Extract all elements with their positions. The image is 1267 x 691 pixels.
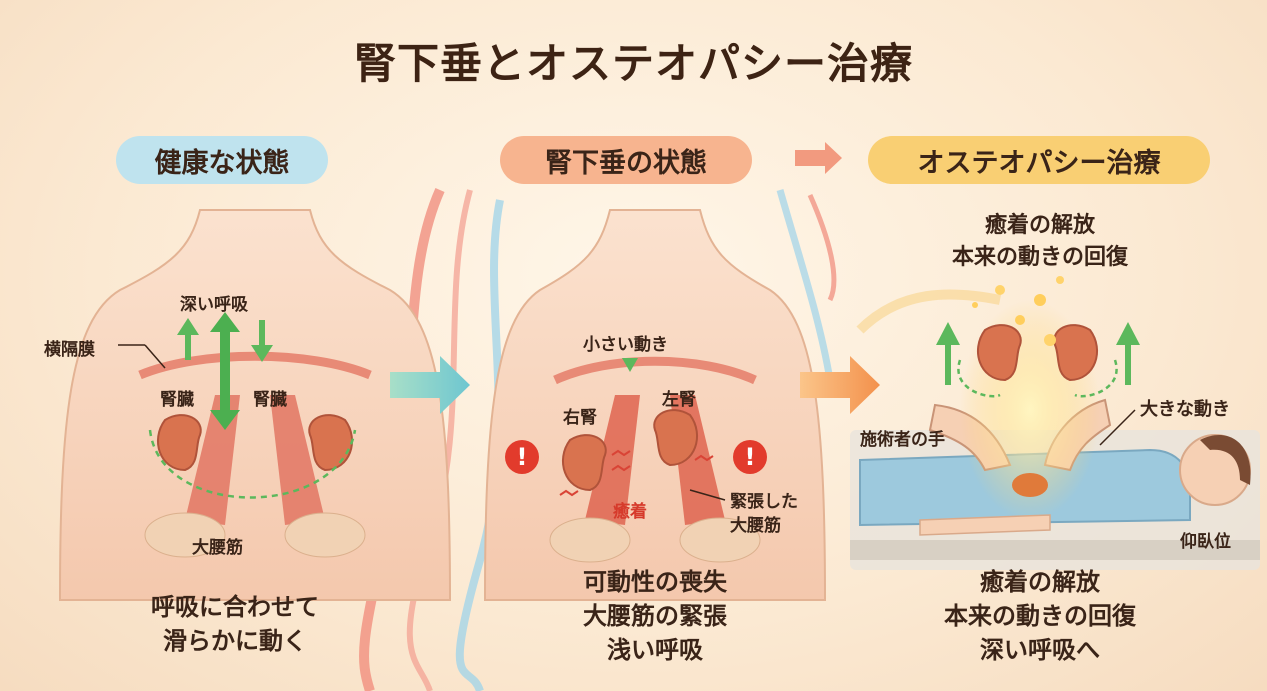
caption-treatment-line-2: 本来の動きの回復: [944, 602, 1136, 630]
flow-arrow-1: [390, 356, 470, 414]
label-small-move: 小さい動き: [583, 335, 668, 355]
label-kidney-right: 腎臓: [253, 390, 287, 410]
alert-icon-left: !: [505, 440, 539, 474]
header-treatment: オステオパシー治療: [868, 136, 1210, 184]
ptosis-torso: [483, 209, 827, 601]
label-big-move: 大きな動き: [1140, 399, 1230, 420]
caption-healthy-line-1: 呼吸に合わせて: [151, 593, 319, 621]
header-healthy: 健康な状態: [116, 136, 328, 184]
caption-healthy: 呼吸に合わせて 滑らかに動く: [120, 590, 350, 658]
alert-icon-right: !: [733, 440, 767, 474]
flow-arrow-2: [800, 356, 880, 414]
caption-treatment: 癒着の解放 本来の動きの回復 深い呼吸へ: [920, 565, 1160, 667]
healthy-torso: [58, 209, 452, 601]
treatment-top-text: 癒着の解放 本来の動きの回復: [920, 210, 1160, 274]
label-kidney-left: 腎臓: [160, 390, 194, 410]
treatment-top-line-1: 癒着の解放: [984, 213, 1095, 238]
caption-treatment-line-1: 癒着の解放: [980, 568, 1100, 596]
caption-ptosis: 可動性の喪失 大腰筋の緊張 浅い呼吸: [520, 565, 790, 667]
label-tense-psoas-line-1: 緊張した: [730, 492, 798, 512]
treatment-top-line-2: 本来の動きの回復: [951, 245, 1128, 270]
caption-ptosis-line-1: 可動性の喪失: [583, 568, 727, 596]
label-deep-breath: 深い呼吸: [180, 295, 248, 315]
header-ptosis: 腎下垂の状態: [500, 136, 752, 184]
vessel-decoration-right: [776, 189, 837, 381]
caption-ptosis-line-2: 大腰筋の緊張: [583, 602, 727, 630]
label-supine: 仰臥位: [1180, 532, 1231, 552]
label-left-kidney: 左腎: [662, 390, 696, 410]
label-adhesion: 癒着: [613, 502, 647, 522]
label-tense-psoas-line-2: 大腰筋: [730, 516, 781, 536]
caption-healthy-line-2: 滑らかに動く: [163, 627, 307, 655]
label-psoas: 大腰筋: [192, 538, 243, 558]
caption-treatment-line-3: 深い呼吸へ: [980, 636, 1100, 664]
header-arrow: [795, 142, 842, 174]
label-practitioner-hands: 施術者の手: [860, 430, 945, 450]
page-title: 腎下垂とオステオパシー治療: [353, 39, 913, 88]
treatment-scene: [850, 276, 1260, 570]
label-diaphragm: 横隔膜: [44, 340, 95, 360]
label-tense-psoas: 緊張した 大腰筋: [730, 490, 798, 538]
caption-ptosis-line-3: 浅い呼吸: [607, 636, 703, 664]
label-right-kidney: 右腎: [563, 408, 597, 428]
